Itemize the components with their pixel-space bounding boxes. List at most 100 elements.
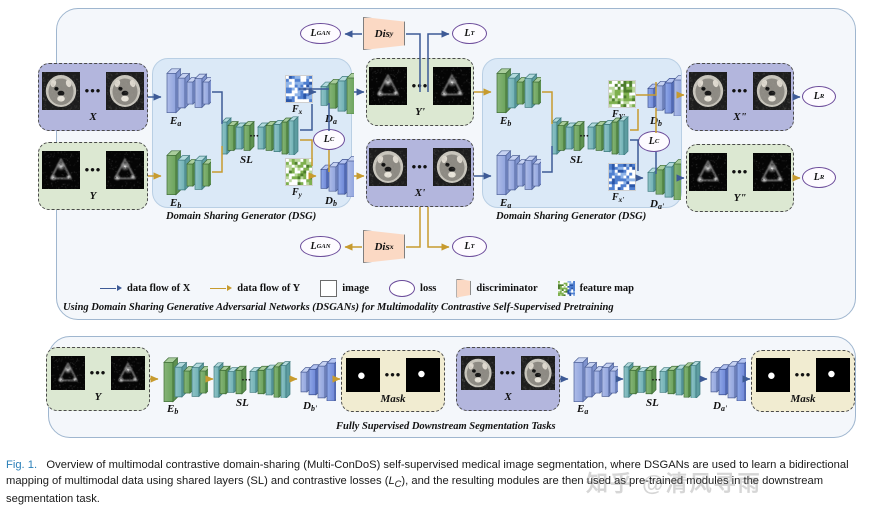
decoder-da-prime-right-label: Da' [650, 198, 665, 211]
data-box-y-downstream: ••• Y [46, 347, 150, 411]
shared-layers-left-label: SL [240, 154, 253, 166]
data-box-x-label: X [89, 110, 97, 123]
data-box-x-prime: ••• X' [366, 139, 474, 207]
data-box-y-double-prime-label: Y" [733, 191, 747, 204]
data-box-y-downstream-label: Y [94, 390, 102, 403]
encoder-ea-right [493, 148, 541, 196]
ellipsis: ••• [731, 164, 749, 179]
caption-line-3: as pre-trained modules in the downstream… [6, 474, 824, 506]
image-swatch-icon [320, 279, 338, 297]
legend-item-data-flow-y: data flow of Y [210, 283, 300, 294]
caption-line-2a: to learn a bidirectional mapping of mult… [6, 459, 849, 487]
legend-item-feature-map: feature map [557, 280, 634, 296]
legend-label: data flow of Y [237, 282, 301, 294]
decoder-da-prime-downstream-label: Da' [713, 400, 728, 413]
decoder-da-prime-downstream [708, 357, 746, 401]
ellipsis: ••• [84, 162, 102, 177]
mri-thumbnail [753, 71, 792, 110]
feature-map-fx [285, 75, 313, 103]
mask-thumbnail [755, 357, 790, 392]
shared-layers-downstream-right-label: SL [646, 397, 659, 409]
image-row: ••• [41, 150, 145, 189]
data-box-x-prime-label: X' [414, 186, 426, 199]
shared-layers-downstream-left [212, 360, 292, 398]
feature-map-fy-prime-label: FY' [612, 109, 626, 121]
pet-thumbnail [753, 152, 792, 191]
encoder-ea-downstream [570, 355, 618, 403]
data-box-mask-left-label: Mask [380, 392, 406, 405]
image-row: ••• [50, 355, 146, 390]
ellipsis: ••• [411, 78, 429, 93]
encoder-ea-downstream-label: Ea [577, 403, 589, 416]
mri-thumbnail [688, 71, 727, 110]
pet-thumbnail [106, 150, 145, 189]
data-box-y-label: Y [89, 189, 97, 202]
image-row: ••• [755, 357, 851, 392]
data-box-y-double-prime: ••• Y" [686, 144, 794, 212]
pet-thumbnail [50, 355, 85, 390]
dsg-left-caption: Domain Sharing Generator (DSG) [166, 211, 317, 222]
encoder-eb-right [493, 66, 541, 114]
decoder-db-right [645, 74, 681, 116]
data-box-x-double-prime-label: X" [733, 110, 747, 123]
ellipsis: ••• [499, 365, 517, 380]
encoder-ea-left [163, 66, 211, 114]
image-row: ••• [368, 66, 472, 105]
shared-layers-right [550, 115, 630, 155]
ellipsis: ••• [731, 83, 749, 98]
legend-item-discriminator: discriminator [456, 278, 538, 298]
decoder-da-prime-right [645, 158, 681, 200]
feature-map-fx-label: Fx [292, 104, 303, 116]
figure-number: Fig. 1. [6, 459, 38, 471]
legend: data flow of X data flow of Y image loss… [100, 278, 790, 298]
encoder-ea-left-label: Ea [170, 115, 182, 128]
feature-map-fx-prime [608, 163, 636, 191]
legend-item-data-flow-x: data flow of X [100, 283, 190, 294]
pet-thumbnail [111, 355, 146, 390]
legend-item-loss: loss [389, 279, 436, 297]
ellipsis: ••• [794, 367, 812, 382]
caption-lc-symbol: L [388, 474, 395, 487]
decoder-db-prime-downstream-label: Db' [303, 400, 318, 413]
data-box-x-downstream: ••• X [456, 347, 560, 411]
decoder-db-left [318, 155, 354, 197]
feature-map-fy-label: Fy [292, 187, 302, 199]
pet-thumbnail [368, 66, 407, 105]
feature-map-fx-prime-label: Fx' [612, 192, 625, 204]
mri-thumbnail [106, 71, 145, 110]
data-box-y: ••• Y [38, 142, 148, 210]
pet-thumbnail [41, 150, 80, 189]
legend-label: image [342, 282, 370, 294]
image-row: ••• [41, 71, 145, 110]
ellipse-loss-icon [389, 279, 416, 297]
shared-layers-downstream-left-label: SL [236, 397, 249, 409]
caption-line-1: Overview of multimodal contrastive domai… [46, 459, 736, 471]
image-row: ••• [688, 152, 792, 191]
shared-layers-downstream-right [622, 360, 702, 398]
image-row: ••• [368, 147, 472, 186]
ellipsis: ••• [411, 159, 429, 174]
data-box-mask-right: ••• Mask [751, 350, 855, 412]
data-box-x-double-prime: ••• X" [686, 63, 794, 131]
dsg-right-caption: Domain Sharing Generator (DSG) [496, 211, 647, 222]
decoder-db-left-label: Db [325, 195, 337, 208]
shared-layers-right-label: SL [570, 154, 583, 166]
mri-thumbnail [368, 147, 407, 186]
encoder-eb-right-label: Eb [500, 115, 512, 128]
encoder-eb-left-label: Eb [170, 197, 182, 210]
legend-item-image: image [320, 279, 370, 297]
mask-thumbnail [816, 357, 851, 392]
feature-map-fy-prime [608, 80, 636, 108]
mri-thumbnail [433, 147, 472, 186]
trapezoid-discriminator-icon [456, 278, 472, 298]
legend-label: discriminator [476, 282, 538, 294]
encoder-ea-right-label: Ea [500, 197, 512, 210]
